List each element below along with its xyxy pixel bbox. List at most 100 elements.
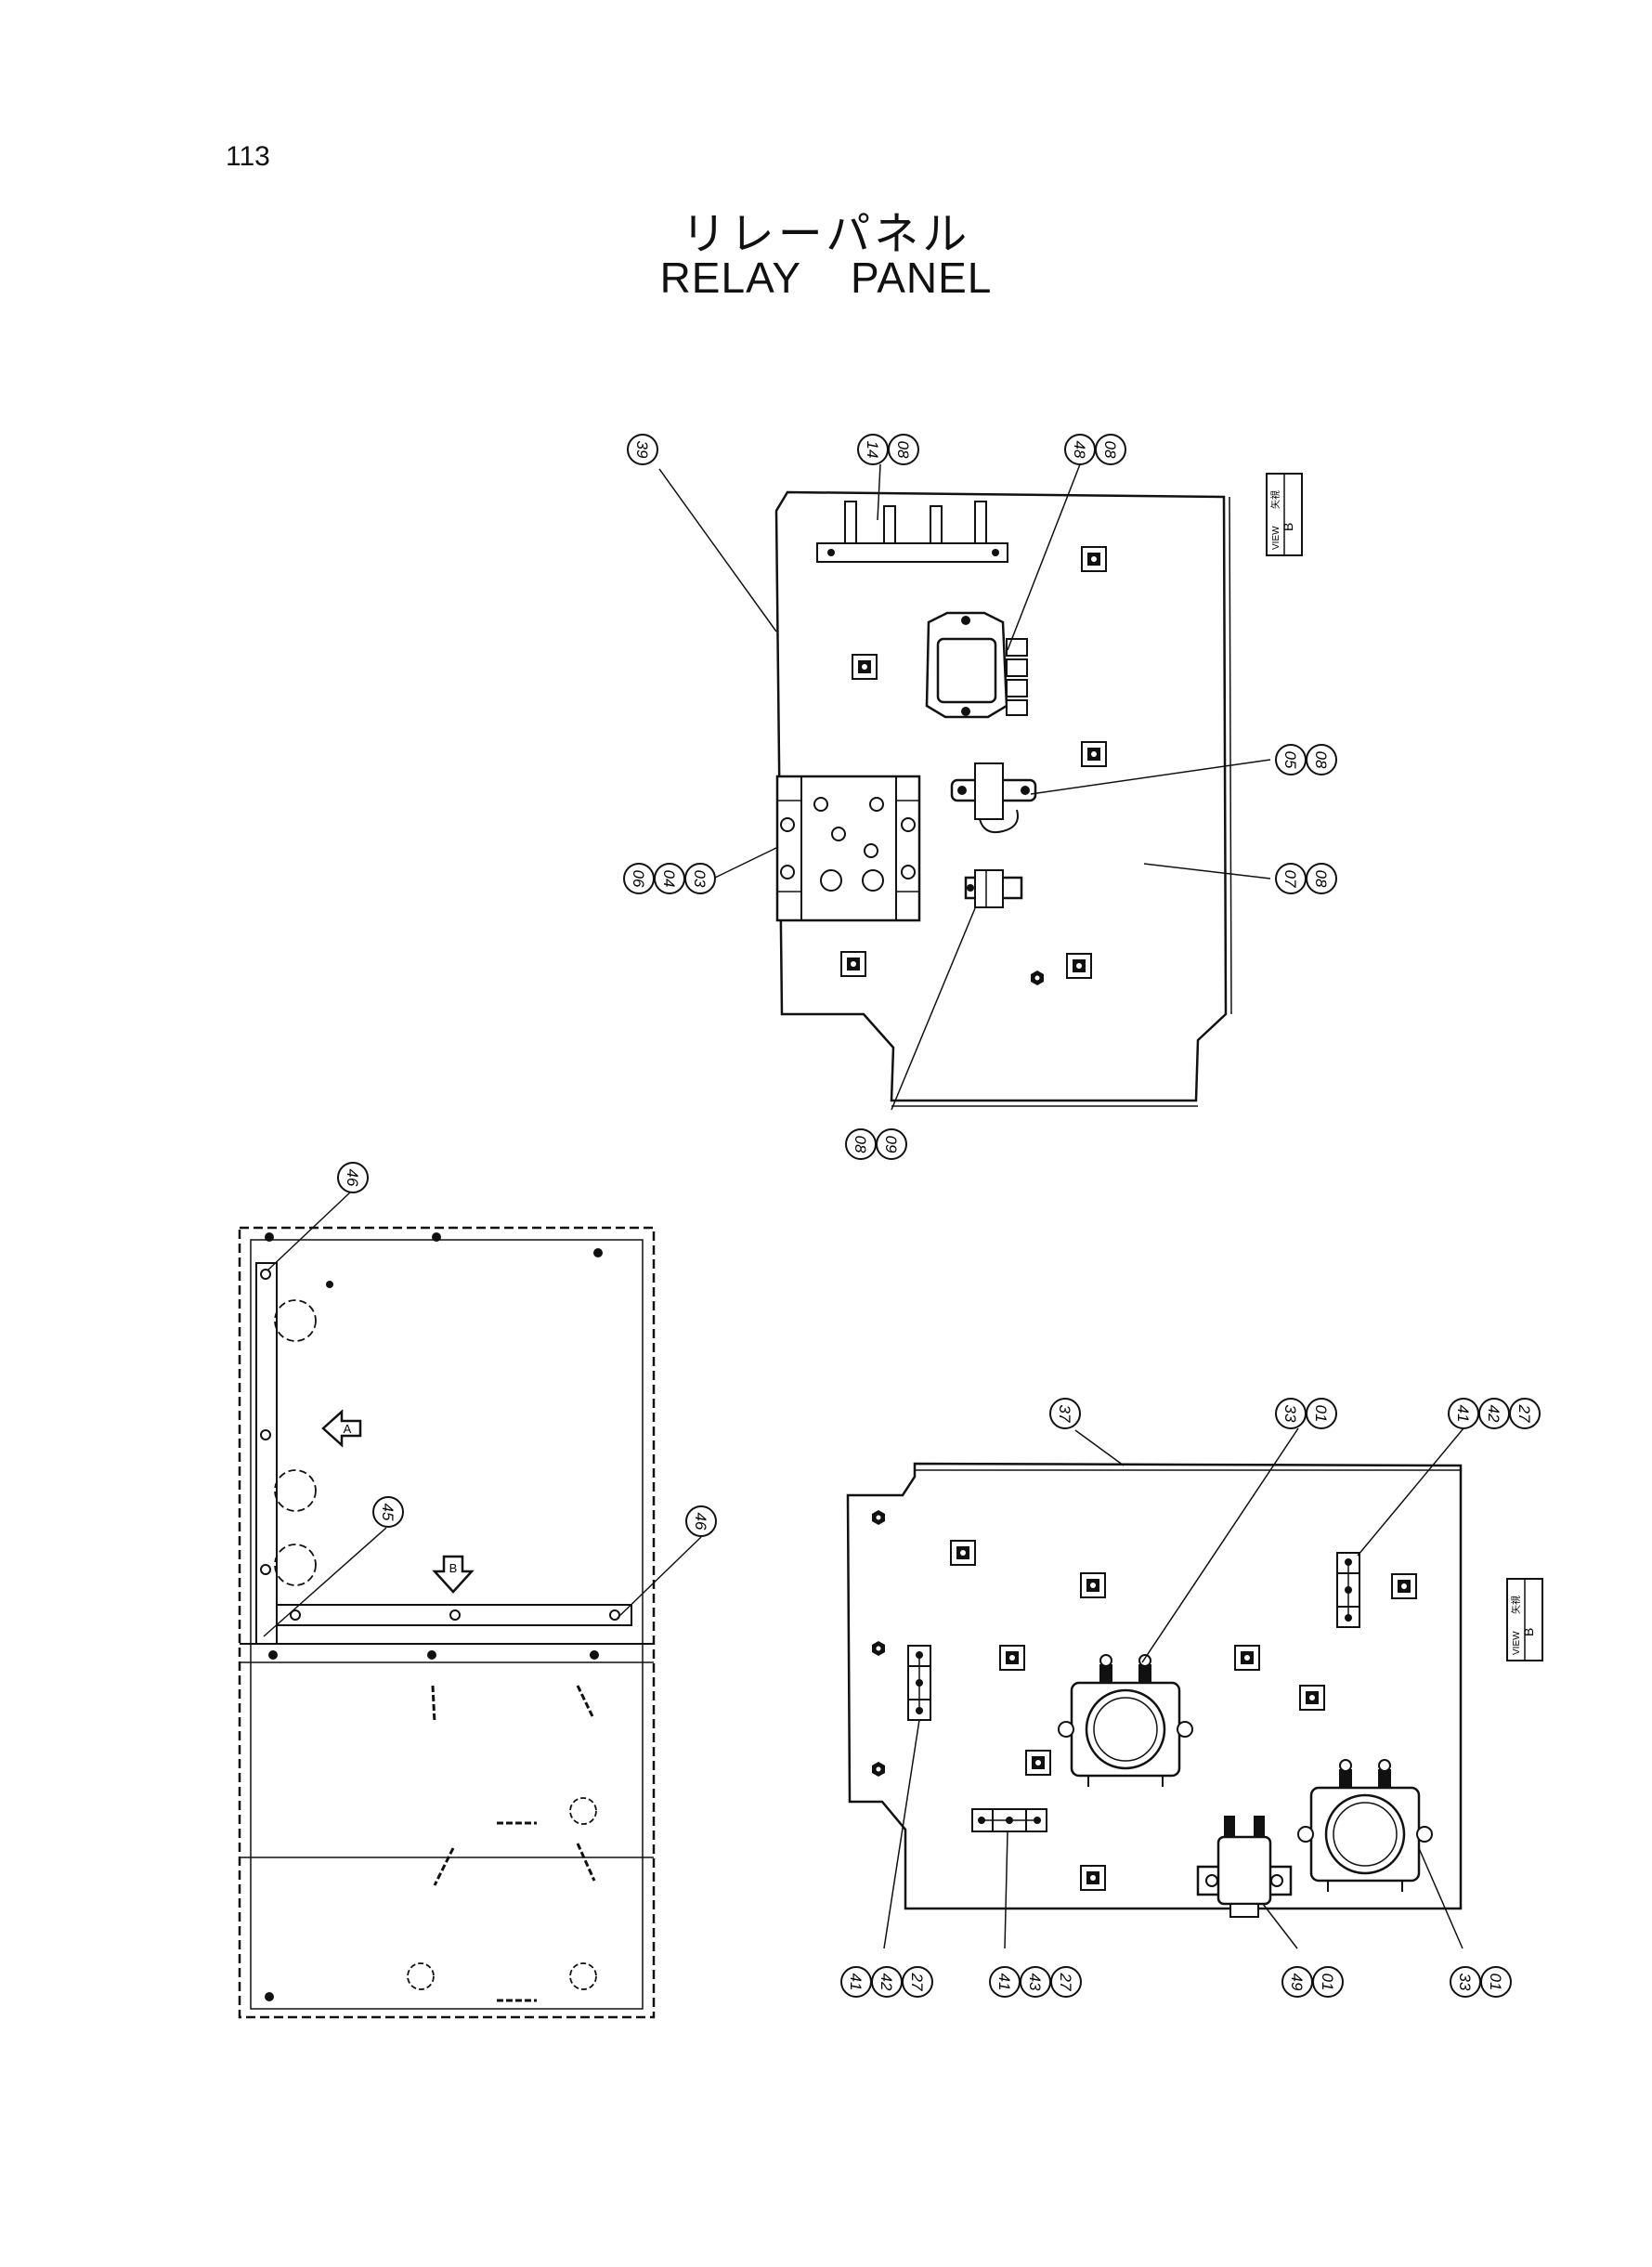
callout-08: 08 xyxy=(1095,434,1126,465)
mounting-boss xyxy=(1080,1572,1106,1598)
callout-number: 27 xyxy=(1057,1973,1074,1991)
callout-48: 48 xyxy=(1064,434,1096,465)
callout-number: 45 xyxy=(379,1504,397,1521)
callout-04: 04 xyxy=(654,863,685,894)
callout-49: 49 xyxy=(1281,1966,1313,1998)
callout-41: 41 xyxy=(1448,1398,1479,1429)
callout-number: 42 xyxy=(1485,1405,1502,1423)
callout-number: 08 xyxy=(1101,441,1119,459)
callout-45: 45 xyxy=(372,1496,404,1528)
connector-09 xyxy=(964,869,1023,908)
callout-27: 27 xyxy=(1509,1398,1541,1429)
callout-46: 46 xyxy=(337,1162,369,1193)
view-b-tag: B VIEW 矢視 xyxy=(1266,473,1303,556)
callout-number: 46 xyxy=(344,1169,361,1187)
mounting-boss xyxy=(1066,953,1092,979)
callout-number: 39 xyxy=(633,441,651,459)
callout-number: 43 xyxy=(1026,1974,1044,1991)
relay-48 xyxy=(925,611,1028,719)
mounting-boss xyxy=(950,1540,976,1566)
view-tag-english-2: VIEW xyxy=(1512,1631,1522,1655)
callout-number: 06 xyxy=(630,870,647,888)
callout-number: 08 xyxy=(894,441,912,459)
mounting-boss xyxy=(999,1645,1025,1671)
callout-42: 42 xyxy=(871,1966,903,1998)
callout-08: 08 xyxy=(1306,863,1337,894)
callout-06: 06 xyxy=(623,863,655,894)
mounting-boss xyxy=(1081,546,1107,572)
view-arrow-a: A xyxy=(321,1409,362,1448)
terminal-strip-14 xyxy=(816,501,1008,563)
mounting-boss xyxy=(1234,1645,1260,1671)
callout-27: 27 xyxy=(1050,1966,1082,1998)
mounting-boss xyxy=(1299,1685,1325,1711)
callout-number: 03 xyxy=(691,870,709,888)
view-tag-letter-2: B xyxy=(1521,1628,1536,1636)
callout-08: 08 xyxy=(888,434,919,465)
callout-46: 46 xyxy=(685,1505,717,1537)
view-tag-letter: B xyxy=(1281,523,1295,531)
callout-39: 39 xyxy=(627,434,658,465)
callout-number: 07 xyxy=(1281,870,1299,888)
view-tag-japanese-2: 矢視 xyxy=(1510,1596,1522,1614)
callout-number: 14 xyxy=(864,441,881,459)
terminal-block-41-top xyxy=(1336,1552,1360,1628)
callout-07: 07 xyxy=(1275,863,1307,894)
arrow-a-label: A xyxy=(344,1422,352,1436)
callout-number: 01 xyxy=(1319,1974,1336,1991)
callout-03: 03 xyxy=(684,863,716,894)
callout-05: 05 xyxy=(1275,744,1307,775)
terminal-block-41-left xyxy=(907,1645,931,1721)
callout-01: 01 xyxy=(1480,1966,1512,1998)
page-number: 113 xyxy=(226,141,270,172)
callout-number: 01 xyxy=(1312,1405,1330,1423)
arrow-b-label: B xyxy=(449,1561,458,1575)
callout-number: 46 xyxy=(692,1513,709,1531)
callout-33: 33 xyxy=(1450,1966,1481,1998)
callout-number: 33 xyxy=(1456,1974,1474,1991)
callout-layer: 39 14 08 48 08 05 08 07 08 06 04 03 08 09 46 45 46 37 33 01… xyxy=(337,434,1541,1998)
relay-49 xyxy=(1196,1816,1293,1918)
view-b-tag-2: B VIEW 矢視 xyxy=(1506,1578,1543,1661)
view-arrow-b: B xyxy=(432,1555,475,1594)
plate-assembly-06 xyxy=(775,775,921,922)
callout-27: 27 xyxy=(902,1966,933,1998)
callout-number: 37 xyxy=(1056,1405,1073,1423)
callout-number: 08 xyxy=(1312,870,1330,888)
mounting-boss xyxy=(852,654,878,680)
callout-number: 41 xyxy=(995,1974,1013,1991)
view-tag-english: VIEW xyxy=(1271,526,1281,550)
callout-number: 08 xyxy=(1312,751,1330,769)
mounting-boss xyxy=(840,951,866,977)
mounting-boss xyxy=(1391,1573,1417,1599)
callout-01: 01 xyxy=(1312,1966,1344,1998)
page-title: RELAY PANEL xyxy=(659,254,993,302)
component-05 xyxy=(950,762,1037,834)
cabinet-elevation: A B xyxy=(238,1191,702,2019)
callout-number: 27 xyxy=(908,1973,926,1991)
callout-number: 48 xyxy=(1071,441,1088,459)
view-tag-japanese: 矢視 xyxy=(1269,490,1281,509)
callout-41: 41 xyxy=(840,1966,872,1998)
callout-number: 01 xyxy=(1487,1974,1504,1991)
callout-01: 01 xyxy=(1306,1398,1337,1429)
callout-number: 49 xyxy=(1288,1974,1306,1991)
top-relay-panel: B VIEW 矢視 xyxy=(658,463,1303,1111)
callout-37: 37 xyxy=(1049,1398,1081,1429)
callout-09: 09 xyxy=(876,1128,907,1160)
callout-14: 14 xyxy=(857,434,889,465)
callout-number: 41 xyxy=(1454,1405,1472,1423)
callout-number: 08 xyxy=(852,1136,869,1153)
callout-33: 33 xyxy=(1275,1398,1307,1429)
callout-number: 33 xyxy=(1281,1405,1299,1423)
mounting-boss xyxy=(1025,1750,1051,1776)
mounting-boss xyxy=(1080,1865,1106,1891)
callout-number: 05 xyxy=(1281,751,1299,769)
page-title-japanese: リレーパネル xyxy=(681,208,971,260)
callout-08: 08 xyxy=(845,1128,877,1160)
callout-number: 09 xyxy=(882,1136,900,1153)
terminal-block-41-bottom xyxy=(971,1808,1047,1832)
callout-42: 42 xyxy=(1478,1398,1510,1429)
callout-number: 27 xyxy=(1515,1404,1533,1423)
